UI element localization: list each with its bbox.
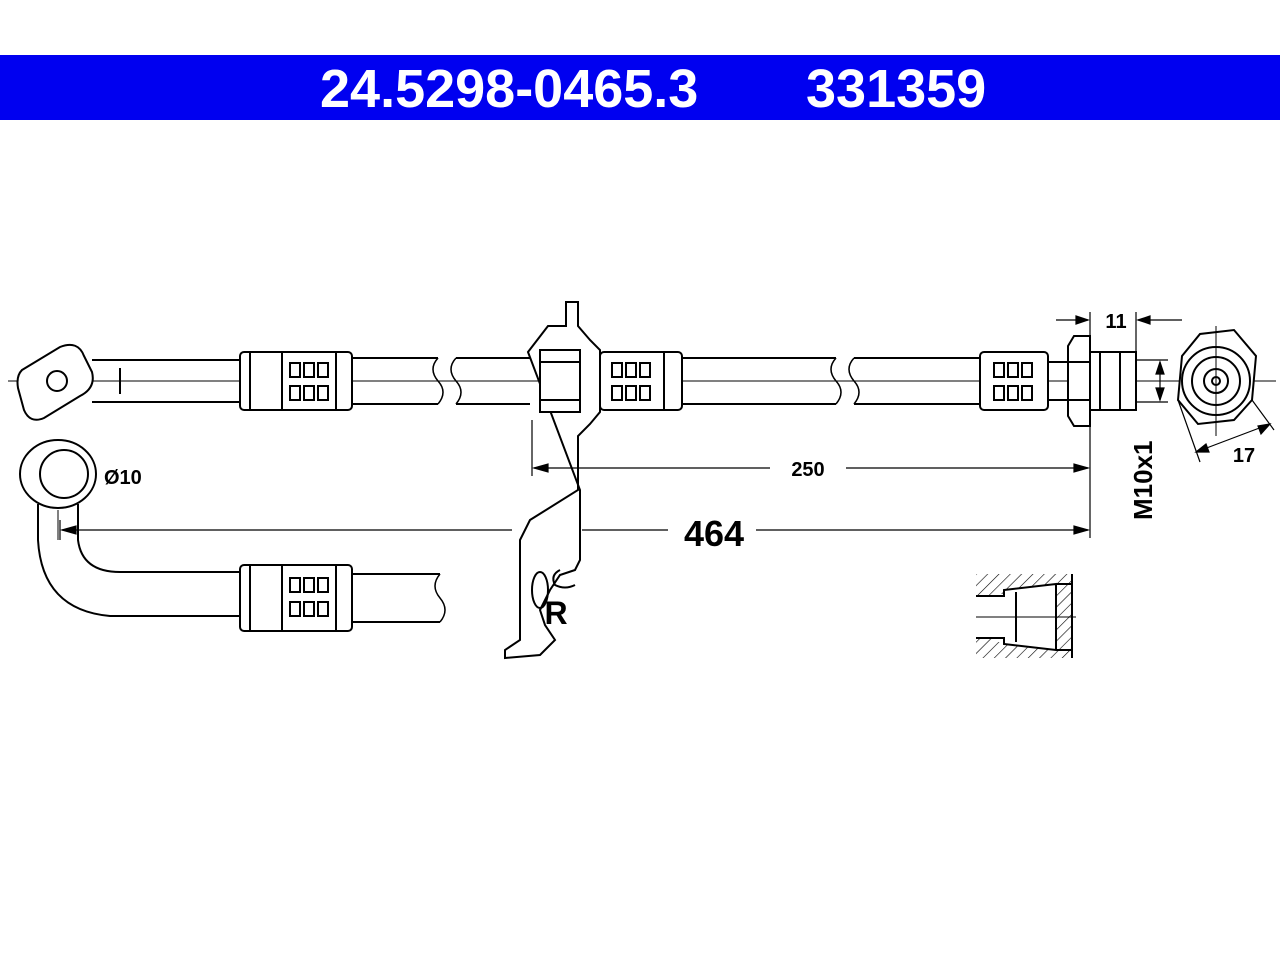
crimp-ferrule-left [239,351,353,411]
hex-nut-end [1067,335,1137,427]
port-section-view [976,574,1076,658]
banjo-fitting-bottom [19,439,240,617]
hose-segment-2 [682,357,980,405]
bracket-side-label: R [544,595,567,631]
hex-nut-end-view [1176,326,1258,436]
banjo-fitting-top [16,343,240,421]
crimp-ferrule-right [979,351,1068,411]
part-number: 24.5298-0465.3 [320,59,699,119]
dimension-17-line [1177,399,1275,463]
hex-size-label: 17 [1233,445,1255,467]
crimp-ferrule-bottom [239,564,446,632]
dimension-11-line [1056,312,1182,352]
crimp-ferrule-middle [599,351,683,411]
banjo-diameter-label: Ø10 [104,467,142,489]
header-banner: 24.5298-0465.3 331359 [0,55,1280,120]
reference-number: 331359 [806,59,987,119]
dimension-250-label: 250 [791,459,824,481]
dimension-464-label: 464 [684,513,744,554]
dimension-250-line [531,420,1091,538]
dimension-464-line [59,520,1091,540]
dimension-11-label: 11 [1105,311,1126,333]
hose-segment-1 [352,357,530,405]
thread-label: M10x1 [1128,441,1158,521]
dimension-thread-line [1136,359,1168,403]
